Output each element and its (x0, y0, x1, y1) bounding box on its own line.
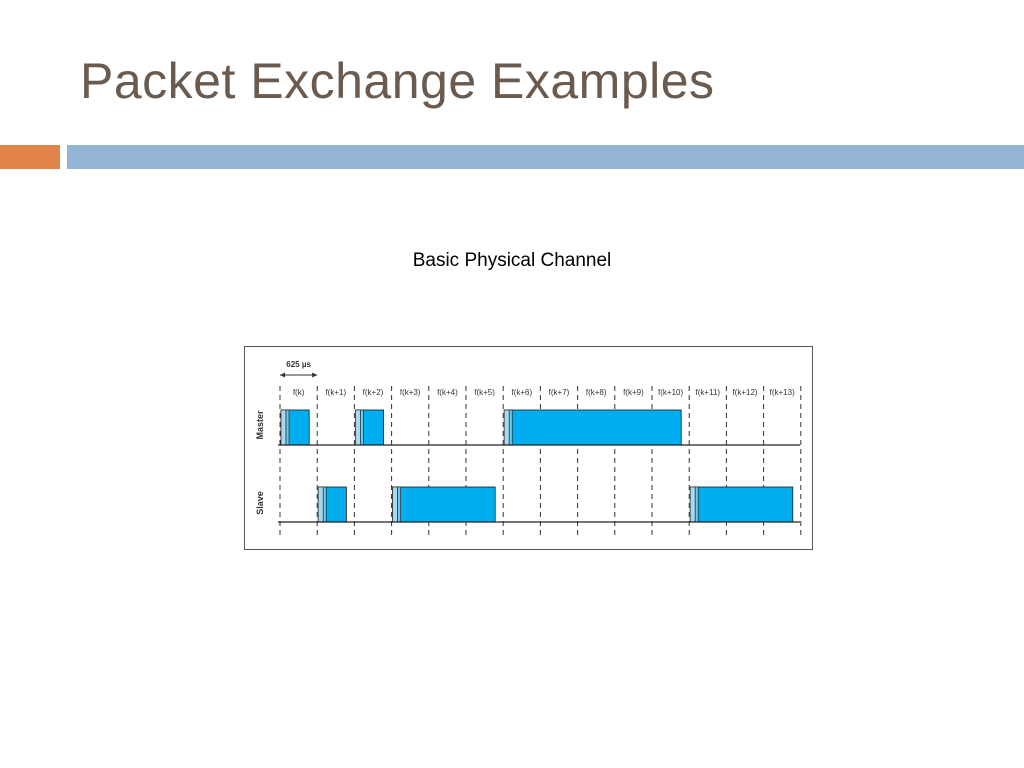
packet (503, 409, 682, 446)
slot-label: f(k+7) (549, 388, 570, 397)
packet (280, 409, 310, 446)
slot-label: f(k+6) (511, 388, 532, 397)
packet (689, 486, 794, 523)
slot-duration-label: 625 µs (286, 360, 311, 369)
diagram-caption: Basic Physical Channel (412, 250, 612, 271)
slot-label: f(k+4) (437, 388, 458, 397)
slot-label: f(k) (293, 388, 305, 397)
timing-diagram-svg: f(k) f(k+1) f(k+2) f(k+3) f(k+4) f(k+5) f(k+6)… (244, 346, 813, 550)
slot-label: f(k+8) (586, 388, 607, 397)
row-label-slave: Slave (255, 491, 265, 515)
slot-label: f(k+5) (474, 388, 495, 397)
slot-label: f(k+11) (696, 388, 721, 397)
slot-label: f(k+10) (658, 388, 683, 397)
row-label-master: Master (255, 410, 265, 440)
slot-label: f(k+2) (363, 388, 384, 397)
arrow-head-right (312, 372, 318, 378)
slide-title: Packet Exchange Examples (80, 53, 715, 109)
slot-label: f(k+9) (623, 388, 644, 397)
title-accent-blue-bar (67, 145, 1024, 169)
slot-label: f(k+13) (770, 388, 795, 397)
packet (392, 486, 496, 523)
packet (355, 409, 385, 446)
slot-label: f(k+12) (732, 388, 757, 397)
arrow-head-left (280, 372, 285, 378)
packet-timing-diagram: f(k) f(k+1) f(k+2) f(k+3) f(k+4) f(k+5) f(k+6)… (244, 346, 814, 550)
packet (317, 486, 347, 523)
title-accent-orange-bar (0, 145, 60, 169)
slot-label: f(k+3) (400, 388, 421, 397)
slot-label: f(k+1) (325, 388, 346, 397)
